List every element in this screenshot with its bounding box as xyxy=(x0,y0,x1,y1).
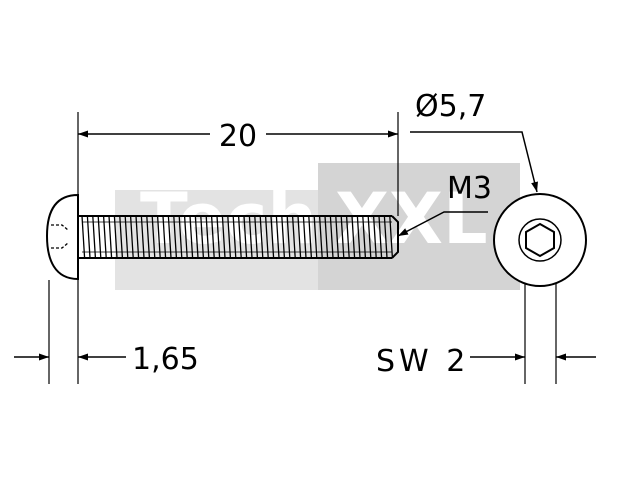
watermark-band-light xyxy=(115,190,320,290)
screw-head-outline xyxy=(493,193,587,287)
thread-line xyxy=(383,215,388,259)
thread-line xyxy=(335,215,340,259)
dimension-hex-drive-label: SW 2 xyxy=(376,344,469,379)
thread-line xyxy=(259,215,264,259)
thread-line xyxy=(113,215,118,259)
dimension-head-height-label: 1,65 xyxy=(132,342,199,377)
thread-line xyxy=(302,215,307,259)
screw-end-view xyxy=(493,193,587,287)
thread-line xyxy=(216,215,221,259)
dimension-length-label: 20 xyxy=(219,119,257,154)
socket-recess-circle xyxy=(518,218,562,262)
thread-line xyxy=(264,215,269,259)
hex-socket xyxy=(525,222,555,258)
screw-threads xyxy=(81,215,394,259)
screw-head xyxy=(45,193,79,281)
thread-line xyxy=(243,215,248,259)
watermark-text-right: XXL xyxy=(335,178,488,260)
thread-line xyxy=(340,215,345,259)
thread-line xyxy=(156,215,161,259)
thread-line xyxy=(291,215,296,259)
thread-line xyxy=(129,215,134,259)
screw-side-view xyxy=(45,193,399,281)
screw-shank xyxy=(78,215,399,259)
thread-line xyxy=(329,215,334,259)
thread-line xyxy=(135,215,140,259)
thread-line xyxy=(97,215,102,259)
thread-line xyxy=(281,215,286,259)
thread-line xyxy=(232,215,237,259)
thread-line xyxy=(173,215,178,259)
thread-line xyxy=(200,215,205,259)
thread-line xyxy=(367,215,372,259)
thread-line xyxy=(167,215,172,259)
thread-line xyxy=(81,215,86,259)
thread-line xyxy=(119,215,124,259)
thread-line xyxy=(124,215,129,259)
thread-line xyxy=(356,215,361,259)
leader-thread xyxy=(397,211,488,237)
thread-line xyxy=(362,215,367,259)
thread-line xyxy=(162,215,167,259)
thread-line xyxy=(178,215,183,259)
thread-line xyxy=(378,215,383,259)
thread-line xyxy=(183,215,188,259)
thread-line xyxy=(313,215,318,259)
dimension-head-diameter-label: Ø5,7 xyxy=(415,89,486,124)
thread-line xyxy=(351,215,356,259)
thread-line xyxy=(227,215,232,259)
thread-line xyxy=(210,215,215,259)
thread-line xyxy=(102,215,107,259)
thread-line xyxy=(140,215,145,259)
watermark: Tech XXL xyxy=(115,163,520,290)
thread-line xyxy=(221,215,226,259)
thread-line xyxy=(372,215,377,259)
thread-line xyxy=(254,215,259,259)
thread-line xyxy=(275,215,280,259)
thread-line xyxy=(389,215,394,259)
thread-line xyxy=(194,215,199,259)
thread-line xyxy=(286,215,291,259)
thread-line xyxy=(345,215,350,259)
thread-line xyxy=(205,215,210,259)
thread-line xyxy=(92,215,97,259)
dimension-thread-label: M3 xyxy=(447,171,492,206)
thread-line xyxy=(297,215,302,259)
thread-line xyxy=(151,215,156,259)
socket-hidden-lines xyxy=(51,224,69,249)
thread-line xyxy=(324,215,329,259)
thread-line xyxy=(318,215,323,259)
thread-line xyxy=(86,215,91,259)
thread-line xyxy=(189,215,194,259)
leader-head-diameter xyxy=(410,131,538,193)
thread-line xyxy=(108,215,113,259)
thread-line xyxy=(248,215,253,259)
thread-line xyxy=(270,215,275,259)
thread-line xyxy=(237,215,242,259)
thread-line xyxy=(146,215,151,259)
watermark-band-dark xyxy=(318,163,520,290)
thread-line xyxy=(308,215,313,259)
